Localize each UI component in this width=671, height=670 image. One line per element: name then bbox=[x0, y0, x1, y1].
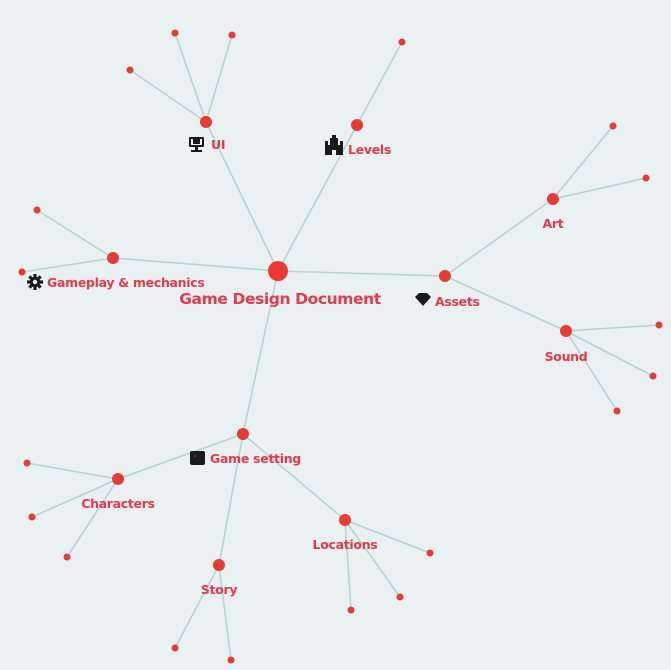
branch-label-gameplay[interactable]: Gameplay & mechanics bbox=[47, 275, 205, 290]
node-ui[interactable] bbox=[200, 116, 212, 128]
edge-leaf-ui-2 bbox=[205, 34, 233, 123]
node-art[interactable] bbox=[547, 193, 559, 205]
leaf-node-locations-19[interactable] bbox=[396, 593, 404, 601]
leaf-node-gameplay-5[interactable] bbox=[33, 206, 41, 214]
edge-leaf-levels-4 bbox=[356, 41, 403, 126]
edge-leaf-sound-11 bbox=[565, 330, 618, 412]
icon-layer bbox=[27, 135, 431, 465]
edge-assets-sound bbox=[444, 275, 567, 332]
sub-label-characters[interactable]: Characters bbox=[81, 496, 155, 511]
edge-leaf-ui-1 bbox=[174, 32, 207, 123]
edge-setting-characters bbox=[117, 433, 244, 480]
leaf-node-characters-14[interactable] bbox=[63, 553, 71, 561]
gear-icon bbox=[27, 274, 43, 290]
edge-root-assets bbox=[277, 270, 446, 277]
leaf-node-ui-1[interactable] bbox=[171, 29, 179, 37]
edge-leaf-sound-10 bbox=[565, 330, 654, 377]
leaf-node-story-15[interactable] bbox=[171, 644, 179, 652]
edge-root-setting bbox=[242, 270, 279, 435]
edge-leaf-characters-14 bbox=[66, 478, 119, 558]
sub-label-locations[interactable]: Locations bbox=[313, 537, 378, 552]
edge-leaf-locations-18 bbox=[344, 519, 352, 611]
edge-setting-locations bbox=[242, 433, 346, 521]
node-setting[interactable] bbox=[237, 428, 249, 440]
sub-label-art[interactable]: Art bbox=[543, 216, 565, 231]
edge-leaf-story-16 bbox=[218, 564, 232, 661]
edge-leaf-story-15 bbox=[174, 564, 220, 649]
leaf-node-ui-2[interactable] bbox=[228, 31, 236, 39]
gem-icon bbox=[415, 293, 431, 306]
branch-label-levels[interactable]: Levels bbox=[348, 142, 391, 157]
leaf-node-levels-4[interactable] bbox=[398, 38, 406, 46]
leaf-node-ui-3[interactable] bbox=[126, 66, 134, 74]
node-characters[interactable] bbox=[112, 473, 124, 485]
edge-assets-art bbox=[444, 198, 554, 277]
edge-leaf-locations-17 bbox=[344, 519, 431, 554]
leaf-node-art-7[interactable] bbox=[609, 122, 617, 130]
root-label[interactable]: Game Design Document bbox=[179, 290, 382, 308]
label-layer: Game Design Document UI Levels Gameplay … bbox=[47, 137, 588, 597]
node-locations[interactable] bbox=[339, 514, 351, 526]
leaf-node-locations-17[interactable] bbox=[426, 549, 434, 557]
edge-leaf-gameplay-5 bbox=[36, 209, 114, 259]
leaf-node-sound-11[interactable] bbox=[613, 407, 621, 415]
edge-leaf-art-8 bbox=[552, 177, 647, 200]
sub-label-story[interactable]: Story bbox=[201, 582, 238, 597]
node-gameplay[interactable] bbox=[107, 252, 119, 264]
leaf-node-gameplay-6[interactable] bbox=[18, 268, 26, 276]
sub-label-sound[interactable]: Sound bbox=[545, 349, 588, 364]
castle-icon bbox=[325, 135, 343, 155]
leaf-node-characters-12[interactable] bbox=[23, 459, 31, 467]
square-icon bbox=[190, 451, 205, 465]
edge-leaf-sound-9 bbox=[565, 324, 660, 332]
edge-leaf-gameplay-6 bbox=[21, 257, 114, 273]
leaf-node-sound-10[interactable] bbox=[649, 372, 657, 380]
edge-layer bbox=[21, 32, 660, 661]
edge-leaf-ui-3 bbox=[129, 69, 207, 123]
edge-leaf-characters-12 bbox=[26, 462, 119, 480]
leaf-node-art-8[interactable] bbox=[642, 174, 650, 182]
node-story[interactable] bbox=[213, 559, 225, 571]
leaf-node-characters-13[interactable] bbox=[28, 513, 36, 521]
monitor-icon bbox=[189, 137, 204, 152]
branch-label-ui[interactable]: UI bbox=[211, 137, 226, 152]
node-sound[interactable] bbox=[560, 325, 572, 337]
edge-root-ui bbox=[205, 121, 279, 272]
leaf-node-locations-18[interactable] bbox=[347, 606, 355, 614]
edge-leaf-locations-19 bbox=[344, 519, 401, 598]
node-layer bbox=[18, 29, 663, 664]
edge-leaf-characters-13 bbox=[31, 478, 119, 518]
root-node[interactable] bbox=[268, 261, 288, 281]
edge-root-levels bbox=[277, 124, 358, 272]
leaf-node-story-16[interactable] bbox=[227, 656, 235, 664]
edge-setting-story bbox=[218, 433, 244, 566]
edge-leaf-art-7 bbox=[552, 125, 614, 200]
branch-label-game-setting[interactable]: Game setting bbox=[210, 451, 301, 466]
edge-root-gameplay bbox=[112, 257, 279, 272]
branch-label-assets[interactable]: Assets bbox=[435, 294, 480, 309]
node-assets[interactable] bbox=[439, 270, 451, 282]
leaf-node-sound-9[interactable] bbox=[655, 321, 663, 329]
node-levels[interactable] bbox=[351, 119, 363, 131]
